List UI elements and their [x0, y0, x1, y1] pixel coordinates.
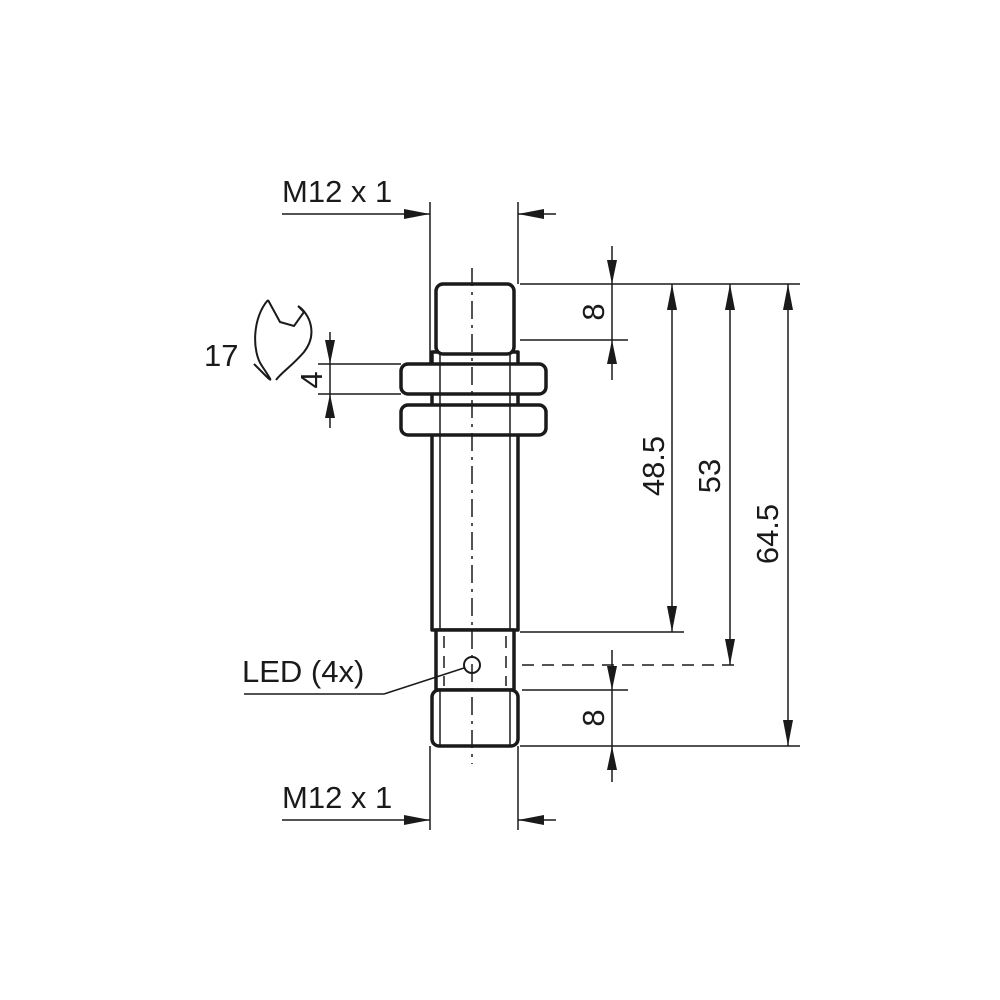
lower-nut — [399, 403, 548, 437]
sensor-body — [399, 268, 548, 764]
dim-thread-bottom: M12 x 1 — [282, 746, 556, 830]
wrench-icon — [253, 299, 313, 381]
dim-top-cap: 8 — [520, 246, 800, 380]
overall-dim-label: 64.5 — [750, 504, 785, 564]
to-led-dim-label: 53 — [692, 459, 727, 493]
dim-wrench: 17 4 — [204, 299, 401, 428]
threaded-body — [430, 350, 520, 632]
dim-to-led: 53 — [522, 284, 742, 666]
thread-top-label: M12 x 1 — [282, 174, 392, 209]
dim-body-length: 48.5 — [520, 284, 684, 633]
led-callout-label: LED (4x) — [242, 654, 364, 689]
nut-thickness-label: 4 — [294, 371, 329, 388]
dim-thread-top: M12 x 1 — [282, 174, 556, 364]
dim-connector: 8 — [522, 650, 628, 782]
body-length-dim-label: 48.5 — [636, 436, 671, 496]
thread-bottom-label: M12 x 1 — [282, 780, 392, 815]
top-cap-dim-label: 8 — [576, 303, 611, 320]
connector — [430, 688, 520, 748]
connector-dim-label: 8 — [576, 709, 611, 726]
led-callout: LED (4x) — [242, 654, 465, 695]
wrench-size-label: 17 — [204, 338, 238, 373]
upper-nut — [399, 362, 548, 396]
dim-overall: 64.5 — [520, 284, 800, 747]
sensing-face-cap — [434, 282, 516, 356]
